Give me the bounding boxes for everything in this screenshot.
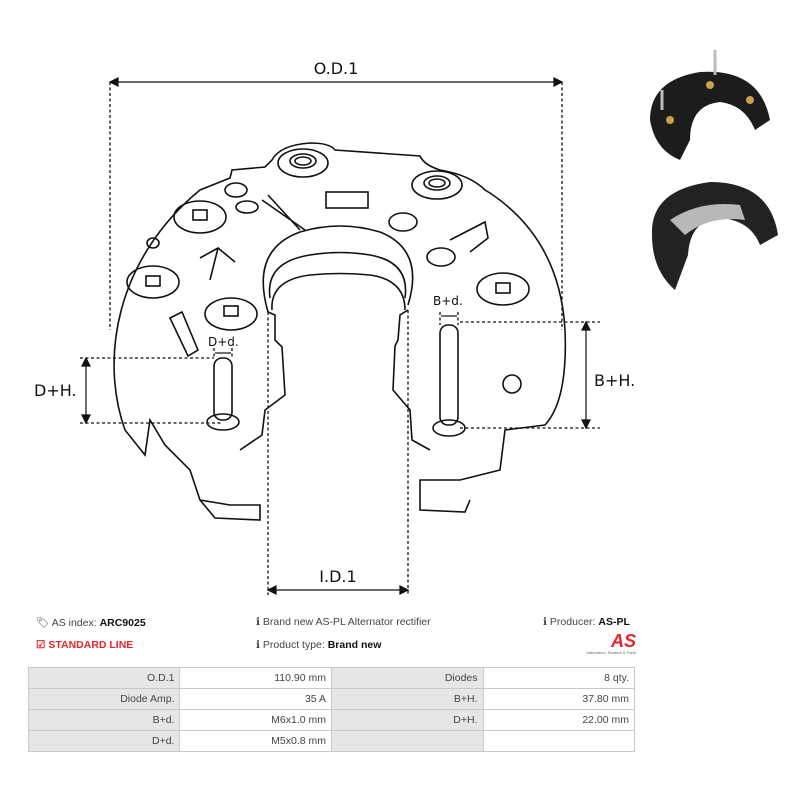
info-icon: ℹ︎ xyxy=(256,616,260,628)
bh-label: B+H. xyxy=(594,371,635,390)
description: ℹ︎ Brand new AS-PL Alternator rectifier xyxy=(256,616,431,628)
d-bolt xyxy=(213,357,233,421)
as-index: 🏷︎ AS index: ARC9025 xyxy=(36,617,146,629)
spec-value: 35 A xyxy=(179,688,332,710)
info-icon: ℹ︎ xyxy=(543,616,547,628)
info-icon: ℹ︎ xyxy=(256,639,260,651)
product-photos xyxy=(650,50,778,290)
spec-value xyxy=(482,730,635,752)
rectifier-drawing: O.D.1 I.D.1 D+H. B+H. D+d. B+d. xyxy=(34,59,635,595)
dh-label: D+H. xyxy=(34,381,77,400)
spec-label xyxy=(331,730,484,752)
spec-value: M6x1.0 mm xyxy=(179,709,332,731)
spec-label: O.D.1 xyxy=(27,667,181,689)
checkbox-icon: ☑ xyxy=(36,639,46,651)
rectifier-body-outline xyxy=(113,142,567,521)
spec-value: 8 qty. xyxy=(482,667,635,689)
spec-value: 37.80 mm xyxy=(482,688,635,710)
spec-label: Diode Amp. xyxy=(27,688,181,710)
dd-label: D+d. xyxy=(208,335,239,349)
product-photo-top xyxy=(650,71,770,160)
spec-label: D+d. xyxy=(27,730,181,752)
b-bolt xyxy=(439,324,459,426)
spec-label: B+H. xyxy=(331,688,484,710)
bd-label: B+d. xyxy=(433,294,463,308)
spec-row: D+d.M5x0.8 mm xyxy=(27,730,635,752)
spec-label: B+d. xyxy=(27,709,181,731)
od1-label: O.D.1 xyxy=(314,59,359,78)
tags-icon: 🏷︎ xyxy=(36,617,50,629)
spec-label: Diodes xyxy=(331,667,484,689)
spec-label: D+H. xyxy=(331,709,484,731)
spec-value: 22.00 mm xyxy=(482,709,635,731)
as-pl-logo: AS Alternators, Starters & Parts xyxy=(586,631,636,655)
producer: ℹ︎ Producer: AS-PL xyxy=(543,616,630,628)
spec-value: 110.90 mm xyxy=(179,667,332,689)
spec-value: M5x0.8 mm xyxy=(179,730,332,752)
id1-label: I.D.1 xyxy=(319,567,356,586)
product-type: ℹ︎ Product type: Brand new xyxy=(256,639,382,651)
product-photo-bottom xyxy=(651,182,778,290)
standard-line-badge: ☑ STANDARD LINE xyxy=(36,639,134,651)
inner-opening xyxy=(262,225,414,313)
